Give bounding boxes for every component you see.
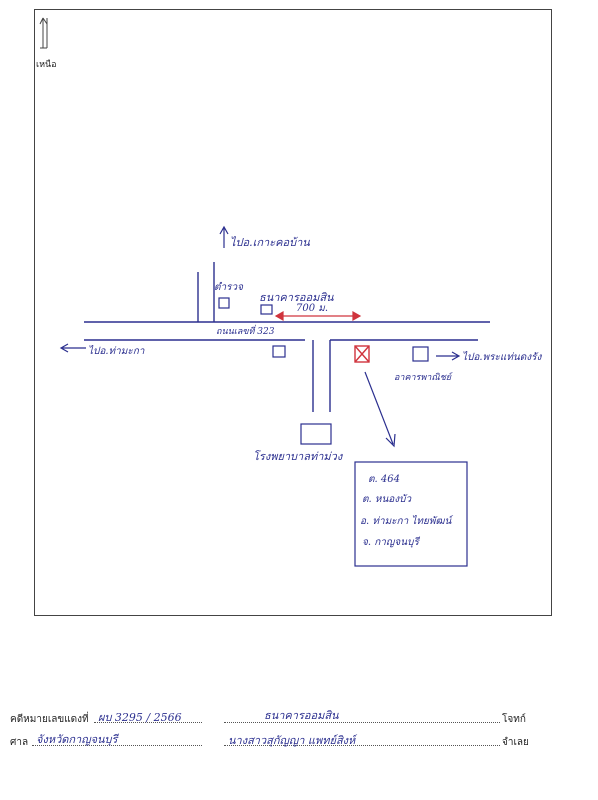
label-bank: ธนาคารออมสิน xyxy=(259,291,334,304)
court-value: จังหวัดกาญจนบุรี xyxy=(36,733,118,746)
building-west xyxy=(272,345,286,358)
bank-value: ธนาคารออมสิน xyxy=(264,709,339,722)
footer-row-court: ศาล จังหวัดกาญจนบุรี นางสาวสุกัญญา แพทย์… xyxy=(10,733,588,749)
label-to-east: ไปอ.พระแท่นดงรัง xyxy=(462,351,543,363)
distance-arrow-icon xyxy=(274,310,362,322)
label-shophouse: อาคารพาณิชย์ xyxy=(394,372,453,383)
case-value: ผบ 3295 / 2566 xyxy=(98,711,182,724)
defendant-dots xyxy=(224,735,500,746)
address-line-4: จ. กาญจนบุรี xyxy=(362,536,421,548)
label-to-west: ไปอ.ท่ามะกา xyxy=(88,345,145,357)
arrow-east-icon xyxy=(436,351,461,361)
case-dots xyxy=(94,712,202,723)
label-to-north: ไปอ.เกาะคอบ้าน xyxy=(230,236,310,249)
defendant-suffix: จำเลย xyxy=(502,737,529,748)
address-line-3: อ. ท่ามะกา ไทยพัฒน์ xyxy=(360,515,453,527)
label-hospital: โรงพยาบาลท่าม่วง xyxy=(253,450,344,463)
label-distance: 700 ม. xyxy=(296,303,328,314)
police-building xyxy=(218,297,230,309)
road-lines xyxy=(84,262,490,412)
north-arrow-icon xyxy=(39,17,48,49)
arrow-west-icon xyxy=(59,343,86,353)
case-label: คดีหมายเลขแดงที่ xyxy=(10,714,89,725)
defendant-value: นางสาวสุกัญญา แพทย์สิงห์ xyxy=(228,734,356,747)
arrow-to-address-icon xyxy=(364,371,396,448)
map-frame xyxy=(34,9,552,616)
label-police: ตำรวจ xyxy=(214,281,244,293)
hospital-building xyxy=(300,423,332,445)
north-label: เหนือ xyxy=(36,59,57,70)
bank-building xyxy=(260,304,273,315)
arrow-north-icon xyxy=(219,225,229,248)
address-box xyxy=(354,461,468,567)
court-label: ศาล xyxy=(10,737,29,748)
target-location-icon xyxy=(354,345,370,363)
address-line-1: ต. 464 xyxy=(368,474,400,485)
plaintiff-suffix: โจทก์ xyxy=(502,714,526,725)
label-main-road: ถนนเลขที่ 323 xyxy=(216,324,275,337)
building-east xyxy=(412,346,429,362)
bank-dots xyxy=(224,712,500,723)
footer-row-case: คดีหมายเลขแดงที่ ผบ 3295 / 2566 ธนาคารออ… xyxy=(10,709,588,726)
court-dots xyxy=(32,735,202,746)
address-line-2: ต. หนองบัว xyxy=(362,494,413,505)
